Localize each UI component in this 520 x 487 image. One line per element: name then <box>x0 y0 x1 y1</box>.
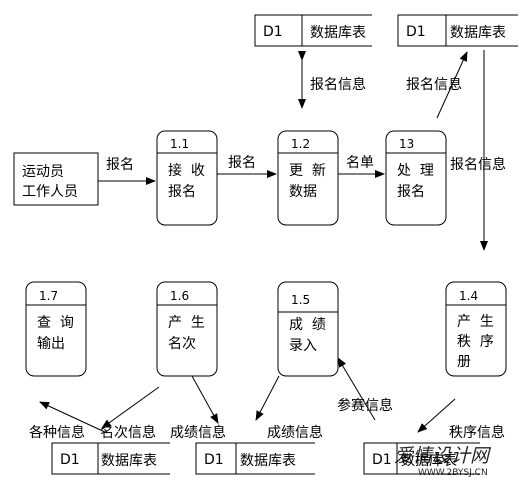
process-1-1-label-2: 报名 <box>168 184 196 200</box>
watermark-url: WWW.2BYSJ.CN <box>418 468 488 478</box>
flow-label-store-to-1-7: 各种信息 <box>29 424 85 441</box>
process-1-7-label-1: 查 询 <box>37 315 74 331</box>
flow-label-store-to-1-5: 参赛信息 <box>337 397 393 414</box>
process-13-label-1: 处 理 <box>397 163 434 179</box>
data-store-top-2: D1 数据库表 <box>397 14 518 47</box>
process-1-4: 1.4 产 生 秩 序 册 <box>445 281 507 377</box>
flow-arrow-store-to-1-5 <box>337 357 376 421</box>
data-store-bottom-1: D1 数据库表 <box>51 442 170 475</box>
flow-label-1-1-to-1-2: 报名 <box>228 155 256 171</box>
flow-label-entity-to-1-1: 报名 <box>106 157 134 173</box>
flow-arrow-store-to-1-7 <box>39 401 108 434</box>
flow-arrow-1-5-to-store <box>255 375 280 421</box>
process-13-id: 13 <box>399 137 414 151</box>
store-top-2-name: 数据库表 <box>450 25 506 41</box>
flow-arrow-1-4-to-store <box>417 398 456 433</box>
data-store-bottom-2: D1 数据库表 <box>195 442 315 475</box>
process-1-2: 1.2 更 新 数据 <box>277 130 339 226</box>
process-1-5: 1.5 成 绩 录入 <box>277 281 339 377</box>
process-1-4-label-1: 产 生 <box>457 314 494 330</box>
entity-label-line2: 工作人员 <box>22 184 78 200</box>
store-top-2-id: D1 <box>406 24 426 40</box>
process-1-1-label-1: 接 收 <box>168 162 205 179</box>
process-13: 13 处 理 报名 <box>385 130 447 226</box>
process-1-1-id: 1.1 <box>170 137 189 151</box>
process-1-6: 1.6 产 生 名次 <box>156 281 218 377</box>
flow-arrow-1-6-to-store <box>101 386 160 429</box>
process-1-6-label-1: 产 生 <box>168 315 205 331</box>
process-1-7: 1.7 查 询 输出 <box>25 281 87 377</box>
process-1-6-id: 1.6 <box>170 289 189 303</box>
flow-label-store-to-1-2: 报名信息 <box>310 76 366 93</box>
process-13-label-2: 报名 <box>397 184 425 200</box>
flow-label-1-5-to-store: 成绩信息 <box>267 424 323 441</box>
data-store-top-1: D1 数据库表 <box>254 14 372 47</box>
watermark: 爱情设计网 WWW.2BYSJ.CN <box>394 445 492 478</box>
process-1-4-id: 1.4 <box>459 289 478 303</box>
process-1-5-label-2: 录入 <box>289 338 317 354</box>
store-bot-1-name: 数据库表 <box>101 453 157 469</box>
process-1-2-label-2: 数据 <box>289 184 317 200</box>
entity-athletes-staff: 运动员 工作人员 <box>13 152 99 206</box>
flow-label-store-to-1-6: 成绩信息 <box>170 424 226 441</box>
store-bot-3-name: 数据库表 <box>401 453 457 469</box>
store-top-1-id: D1 <box>263 24 283 40</box>
flow-label-1-2-to-13: 名单 <box>346 155 374 171</box>
watermark-text: 爱情设计网 <box>394 445 492 467</box>
store-bot-2-name: 数据库表 <box>240 453 296 469</box>
process-1-2-label-1: 更 新 <box>289 163 326 179</box>
entity-label-line1: 运动员 <box>22 164 64 180</box>
store-bot-1-id: D1 <box>60 452 80 468</box>
process-1-2-id: 1.2 <box>291 137 310 151</box>
flow-label-1-6-to-store: 名次信息 <box>100 424 156 441</box>
flow-arrow-store-to-1-6 <box>191 375 219 424</box>
process-1-7-label-2: 输出 <box>37 336 65 352</box>
flow-label-1-4-to-store: 秩序信息 <box>449 424 505 441</box>
process-1-4-label-3: 册 <box>457 354 471 370</box>
flow-arrow-13-to-store <box>436 51 468 119</box>
process-1-5-label-1: 成 绩 <box>289 317 326 333</box>
store-bot-3-id: D1 <box>372 452 392 468</box>
process-1-5-id: 1.5 <box>291 293 310 307</box>
process-1-7-id: 1.7 <box>39 289 58 303</box>
process-1-6-label-2: 名次 <box>168 336 196 352</box>
process-1-4-label-2: 秩 序 <box>457 334 494 350</box>
store-bot-2-id: D1 <box>204 452 224 468</box>
flow-label-13-to-store: 报名信息 <box>406 76 462 93</box>
store-top-1-name: 数据库表 <box>310 25 366 41</box>
flow-label-store-to-1-4: 报名信息 <box>450 156 506 173</box>
data-store-bottom-3: D1 数据库表 <box>363 442 480 475</box>
process-1-1: 1.1 接 收 报名 <box>156 130 218 226</box>
